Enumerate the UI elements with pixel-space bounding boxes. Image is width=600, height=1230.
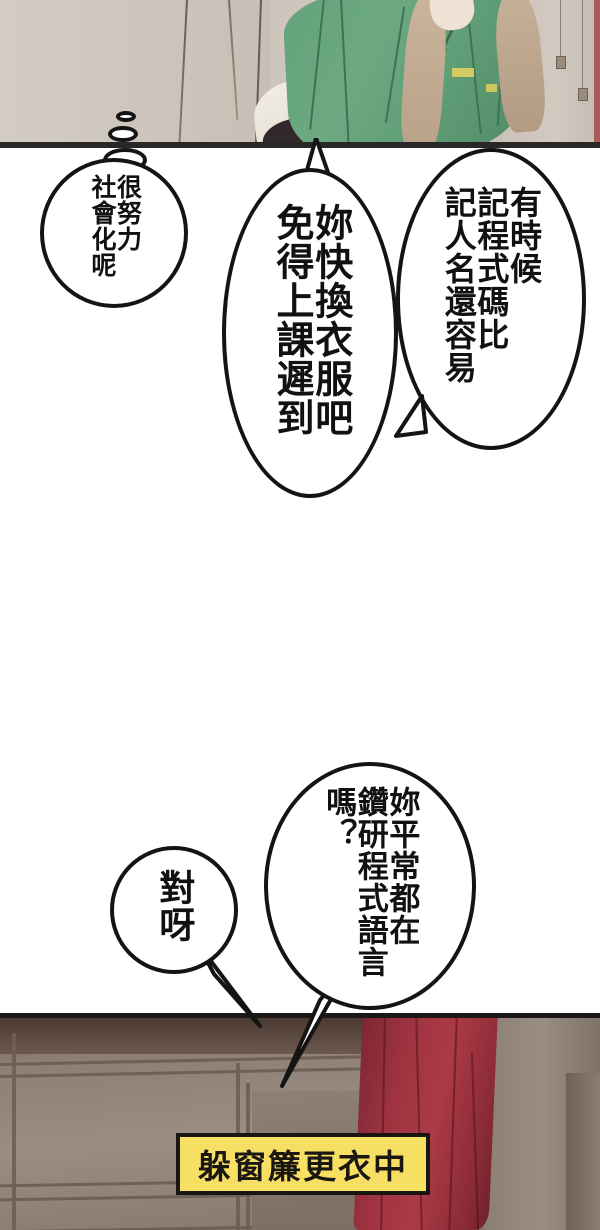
hanging-cord [582,0,583,88]
speech-bubble-study-languages-text: 妳平常都在 鑽研程式語言 嗎？ [321,786,420,978]
jacket-badge [452,68,474,77]
window-frame-vertical [12,1033,16,1230]
speech-bubble-yes-text: 對呀 [154,869,196,943]
panel-top-border [0,1013,600,1018]
speech-bubble-code-easier-text: 有時候 記程式碼比 記人名還容易 [440,186,542,384]
wall-background-left [0,0,270,148]
thought-tail-dot-medium [108,126,138,142]
top-panel [0,0,600,148]
panel-bottom-border [0,142,600,148]
background-red-edge [594,0,600,148]
thought-bubble-effort-text: 很努力 社會化呢 [88,174,142,278]
thought-tail-dot-small [116,111,136,122]
speech-bubble-change-clothes-text: 妳快換衣服吧 免得上課遲到 [270,203,351,437]
speech-bubble-code-easier: 有時候 記程式碼比 記人名還容易 [396,148,586,450]
jacket-badge-small [486,84,497,92]
hanging-pendant [578,88,588,101]
hanging-pendant [556,56,566,69]
room-wall-right-edge [566,1073,600,1230]
hanging-cord [560,0,561,56]
speech-bubble-yes: 對呀 [110,846,238,974]
caption-text: 躲窗簾更衣中 [198,1148,408,1185]
speech-bubble-study-languages: 妳平常都在 鑽研程式語言 嗎？ [264,762,476,1010]
caption-box: 躲窗簾更衣中 [176,1133,430,1195]
speech-tail-code-easier [394,394,428,438]
thought-bubble-effort: 很努力 社會化呢 [40,158,188,308]
speech-bubble-change-clothes: 妳快換衣服吧 免得上課遲到 [222,168,398,498]
